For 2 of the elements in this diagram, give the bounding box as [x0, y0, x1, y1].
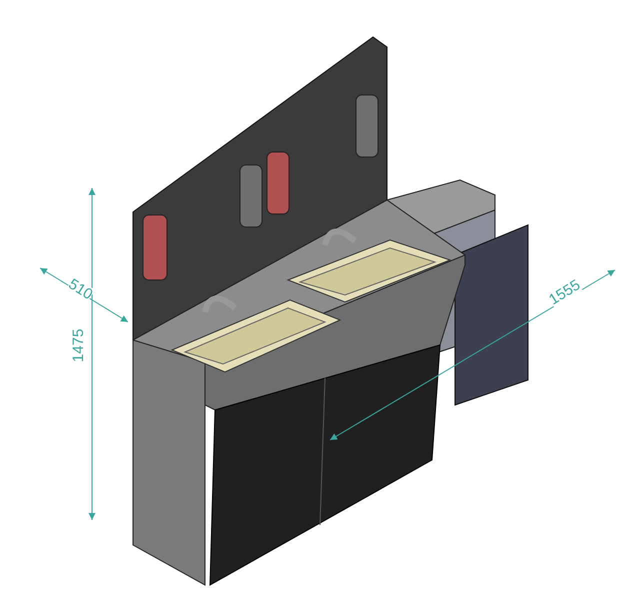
dimension-label: 1555: [546, 277, 583, 308]
dimension-label: 1475: [71, 328, 86, 362]
